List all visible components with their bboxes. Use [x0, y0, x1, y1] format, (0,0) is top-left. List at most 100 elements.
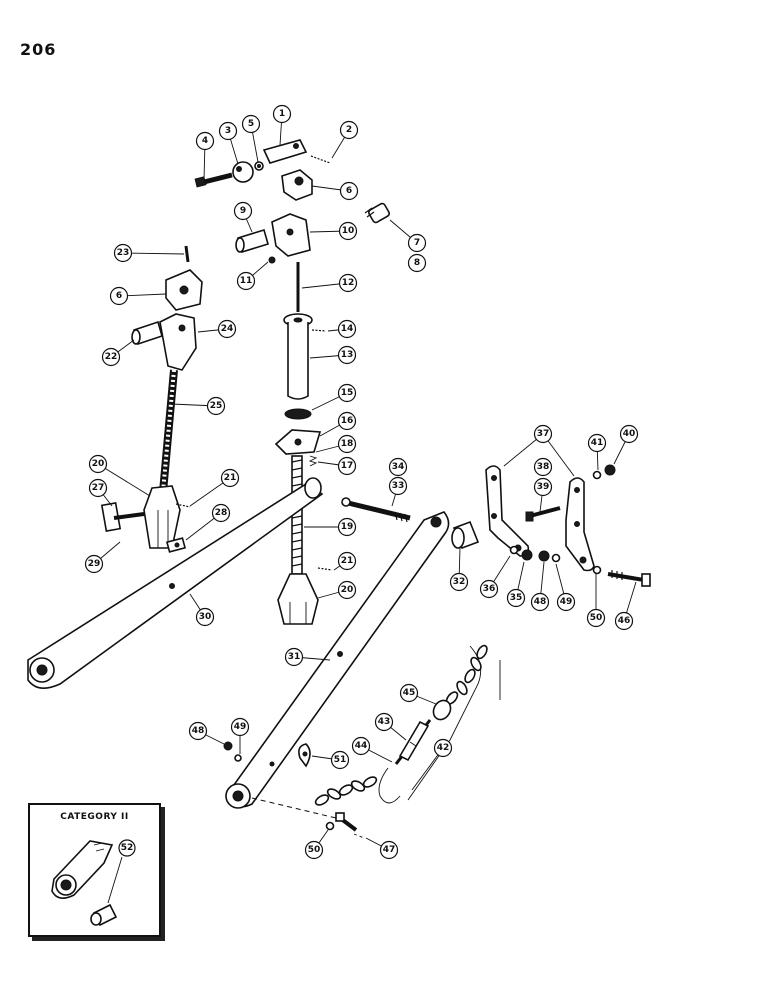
callout-52-label: 52 — [121, 843, 134, 853]
nut-40-part — [604, 464, 616, 476]
pin-9-part — [235, 228, 269, 254]
callout-37 — [533, 424, 553, 444]
callout-34 — [388, 457, 408, 477]
callout-8 — [407, 253, 427, 273]
shackle-45-part — [432, 699, 452, 721]
callout-20-label: 20 — [92, 459, 105, 469]
nut-48-left-part — [223, 741, 233, 751]
callout-8-label: 8 — [414, 258, 420, 268]
bolt-47-part — [335, 812, 358, 832]
callout-31-label: 31 — [288, 652, 301, 662]
callout-16 — [337, 411, 357, 431]
washer-15-part — [284, 408, 312, 420]
callout-16-label: 16 — [341, 416, 354, 426]
callout-21-label: 21 — [341, 556, 354, 566]
callout-20-leader — [97, 463, 151, 497]
washer-part — [254, 161, 264, 171]
washer-50-right-part — [592, 565, 602, 575]
callout-24-label: 24 — [221, 324, 234, 334]
adapter-52-part — [51, 840, 114, 899]
link-51-part — [298, 743, 311, 768]
callout-49-label: 49 — [560, 597, 573, 607]
callout-30-label: 30 — [199, 612, 212, 622]
callout-33 — [388, 476, 408, 496]
pin-27-part — [100, 502, 145, 532]
washer-49-right-part — [551, 553, 561, 563]
callout-43 — [374, 712, 394, 732]
callout-7-label: 7 — [414, 238, 420, 248]
callout-13-label: 13 — [341, 350, 354, 360]
callout-23-label: 23 — [117, 248, 130, 258]
callout-25 — [206, 396, 226, 416]
callout-9 — [233, 201, 253, 221]
callout-24 — [217, 319, 237, 339]
yoke-24-part — [159, 313, 197, 371]
bracket-37-left-part — [485, 465, 530, 557]
callout-2 — [339, 120, 359, 140]
callout-51 — [330, 750, 350, 770]
callout-32 — [449, 572, 469, 592]
callout-6 — [109, 286, 129, 306]
pin-21-lower-part — [317, 567, 333, 571]
callout-32-label: 32 — [453, 577, 466, 587]
callout-38-label: 38 — [537, 462, 550, 472]
bushing-32-part — [451, 520, 480, 550]
callout-37-label: 37 — [537, 429, 550, 439]
callout-27-label: 27 — [92, 483, 105, 493]
ball-part — [232, 161, 254, 183]
callout-21 — [337, 551, 357, 571]
bracket-37-right-part — [565, 477, 595, 572]
turnbuckle-43-part — [394, 719, 432, 765]
callout-23-leader — [122, 252, 185, 255]
callout-49-label: 49 — [234, 722, 247, 732]
clip-28-part — [165, 537, 187, 553]
callout-50-label: 50 — [590, 613, 603, 623]
callout-17-label: 17 — [341, 461, 354, 471]
callout-7 — [407, 233, 427, 253]
callout-20 — [337, 580, 357, 600]
washer-36-part — [509, 545, 519, 555]
callout-42-label: 42 — [437, 743, 450, 753]
callout-2-label: 2 — [346, 125, 352, 135]
callout-33-label: 33 — [392, 481, 405, 491]
callout-6-label: 6 — [116, 291, 122, 301]
callout-22-label: 22 — [105, 352, 118, 362]
callout-13 — [337, 345, 357, 365]
bolt-46-part — [607, 570, 651, 587]
pin-22-part — [131, 320, 163, 346]
callout-28 — [211, 503, 231, 523]
link-end-part — [262, 139, 308, 164]
washer-49-left-part — [234, 754, 242, 762]
callout-27 — [88, 478, 108, 498]
inset-title: CATEGORY II — [60, 812, 129, 822]
pin-part — [310, 155, 331, 164]
callout-36-label: 36 — [483, 584, 496, 594]
callout-51-label: 51 — [334, 755, 347, 765]
callout-40-label: 40 — [623, 429, 636, 439]
callout-15 — [337, 383, 357, 403]
callout-38 — [533, 457, 553, 477]
callout-39-label: 39 — [537, 482, 550, 492]
callout-49 — [230, 717, 250, 737]
callout-46-label: 46 — [618, 616, 631, 626]
callout-6-label: 6 — [346, 186, 352, 196]
callout-48-label: 48 — [534, 597, 547, 607]
pin-21-upper-part — [175, 503, 191, 508]
callout-11-label: 11 — [240, 276, 253, 286]
threaded-rod-25-part — [159, 369, 178, 493]
washer-50-lower-part — [325, 821, 335, 831]
callout-4 — [195, 131, 215, 151]
callout-28-label: 28 — [215, 508, 228, 518]
washer-41-part — [592, 470, 602, 480]
callout-29 — [84, 554, 104, 574]
callout-12 — [338, 273, 358, 293]
callout-29-label: 29 — [88, 559, 101, 569]
callout-48-label: 48 — [192, 726, 205, 736]
callout-42 — [433, 738, 453, 758]
pin-33-part — [341, 497, 411, 523]
callout-34-label: 34 — [392, 462, 405, 472]
callout-45 — [399, 683, 419, 703]
callout-10 — [338, 221, 358, 241]
category-ii-inset: CATEGORY II 52 — [28, 803, 161, 937]
callout-45-label: 45 — [403, 688, 416, 698]
